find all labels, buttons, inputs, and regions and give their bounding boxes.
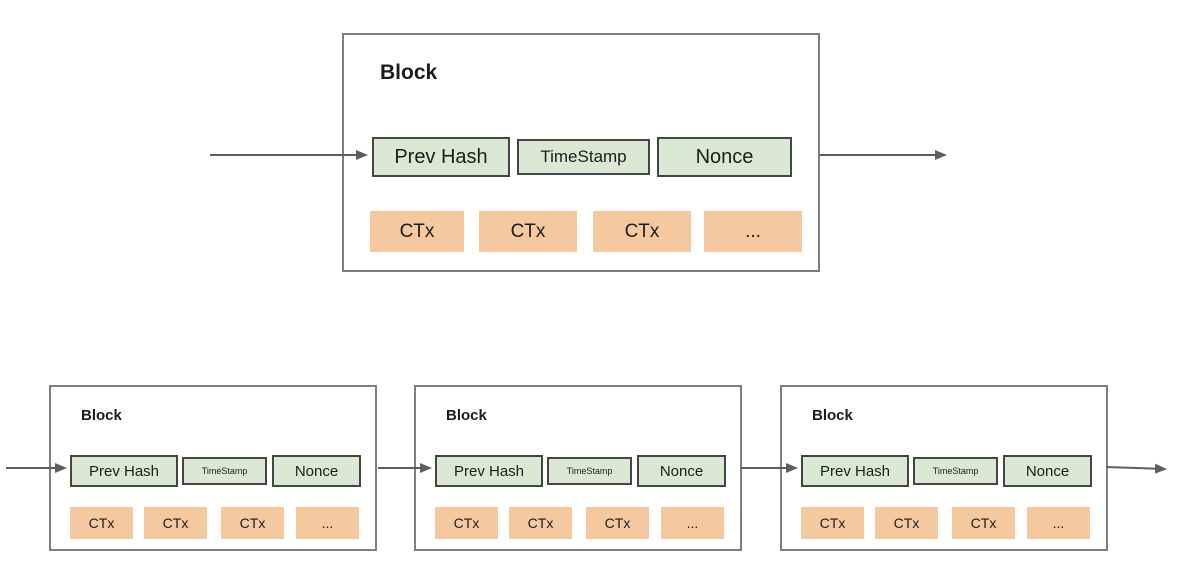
block-title: Block: [81, 407, 122, 424]
transaction-box: CTx: [509, 507, 572, 539]
transaction-ellipsis-box: ...: [704, 211, 802, 252]
timestamp-field: TimeStamp: [913, 457, 998, 485]
transaction-ellipsis-box: ...: [1027, 507, 1090, 539]
nonce-field: Nonce: [272, 455, 361, 487]
transaction-box: CTx: [70, 507, 133, 539]
block-title: Block: [812, 407, 853, 424]
transaction-box: CTx: [875, 507, 938, 539]
chain-block-1: Block Prev Hash TimeStamp Nonce CTx CTx …: [49, 385, 377, 551]
transaction-box: CTx: [370, 211, 464, 252]
nonce-field: Nonce: [1003, 455, 1092, 487]
transaction-ellipsis-box: ...: [661, 507, 724, 539]
nonce-field: Nonce: [657, 137, 792, 177]
transaction-box: CTx: [952, 507, 1015, 539]
block-detail: Block Prev Hash TimeStamp Nonce CTx CTx …: [342, 33, 820, 272]
transaction-ellipsis-box: ...: [296, 507, 359, 539]
transaction-box: CTx: [479, 211, 577, 252]
chain-block-3: Block Prev Hash TimeStamp Nonce CTx CTx …: [780, 385, 1108, 551]
transaction-box: CTx: [801, 507, 864, 539]
chain-outgoing-arrow-icon: [1105, 463, 1167, 474]
timestamp-field: TimeStamp: [182, 457, 267, 485]
chain-block-2: Block Prev Hash TimeStamp Nonce CTx CTx …: [414, 385, 742, 551]
transaction-box: CTx: [221, 507, 284, 539]
prev-hash-field: Prev Hash: [70, 455, 178, 487]
nonce-field: Nonce: [637, 455, 726, 487]
timestamp-field: TimeStamp: [547, 457, 632, 485]
prev-hash-field: Prev Hash: [372, 137, 510, 177]
prev-hash-field: Prev Hash: [801, 455, 909, 487]
transaction-box: CTx: [593, 211, 691, 252]
block-title: Block: [446, 407, 487, 424]
transaction-box: CTx: [144, 507, 207, 539]
transaction-box: CTx: [586, 507, 649, 539]
timestamp-field: TimeStamp: [517, 139, 650, 175]
transaction-box: CTx: [435, 507, 498, 539]
block-title: Block: [380, 61, 438, 84]
prev-hash-field: Prev Hash: [435, 455, 543, 487]
